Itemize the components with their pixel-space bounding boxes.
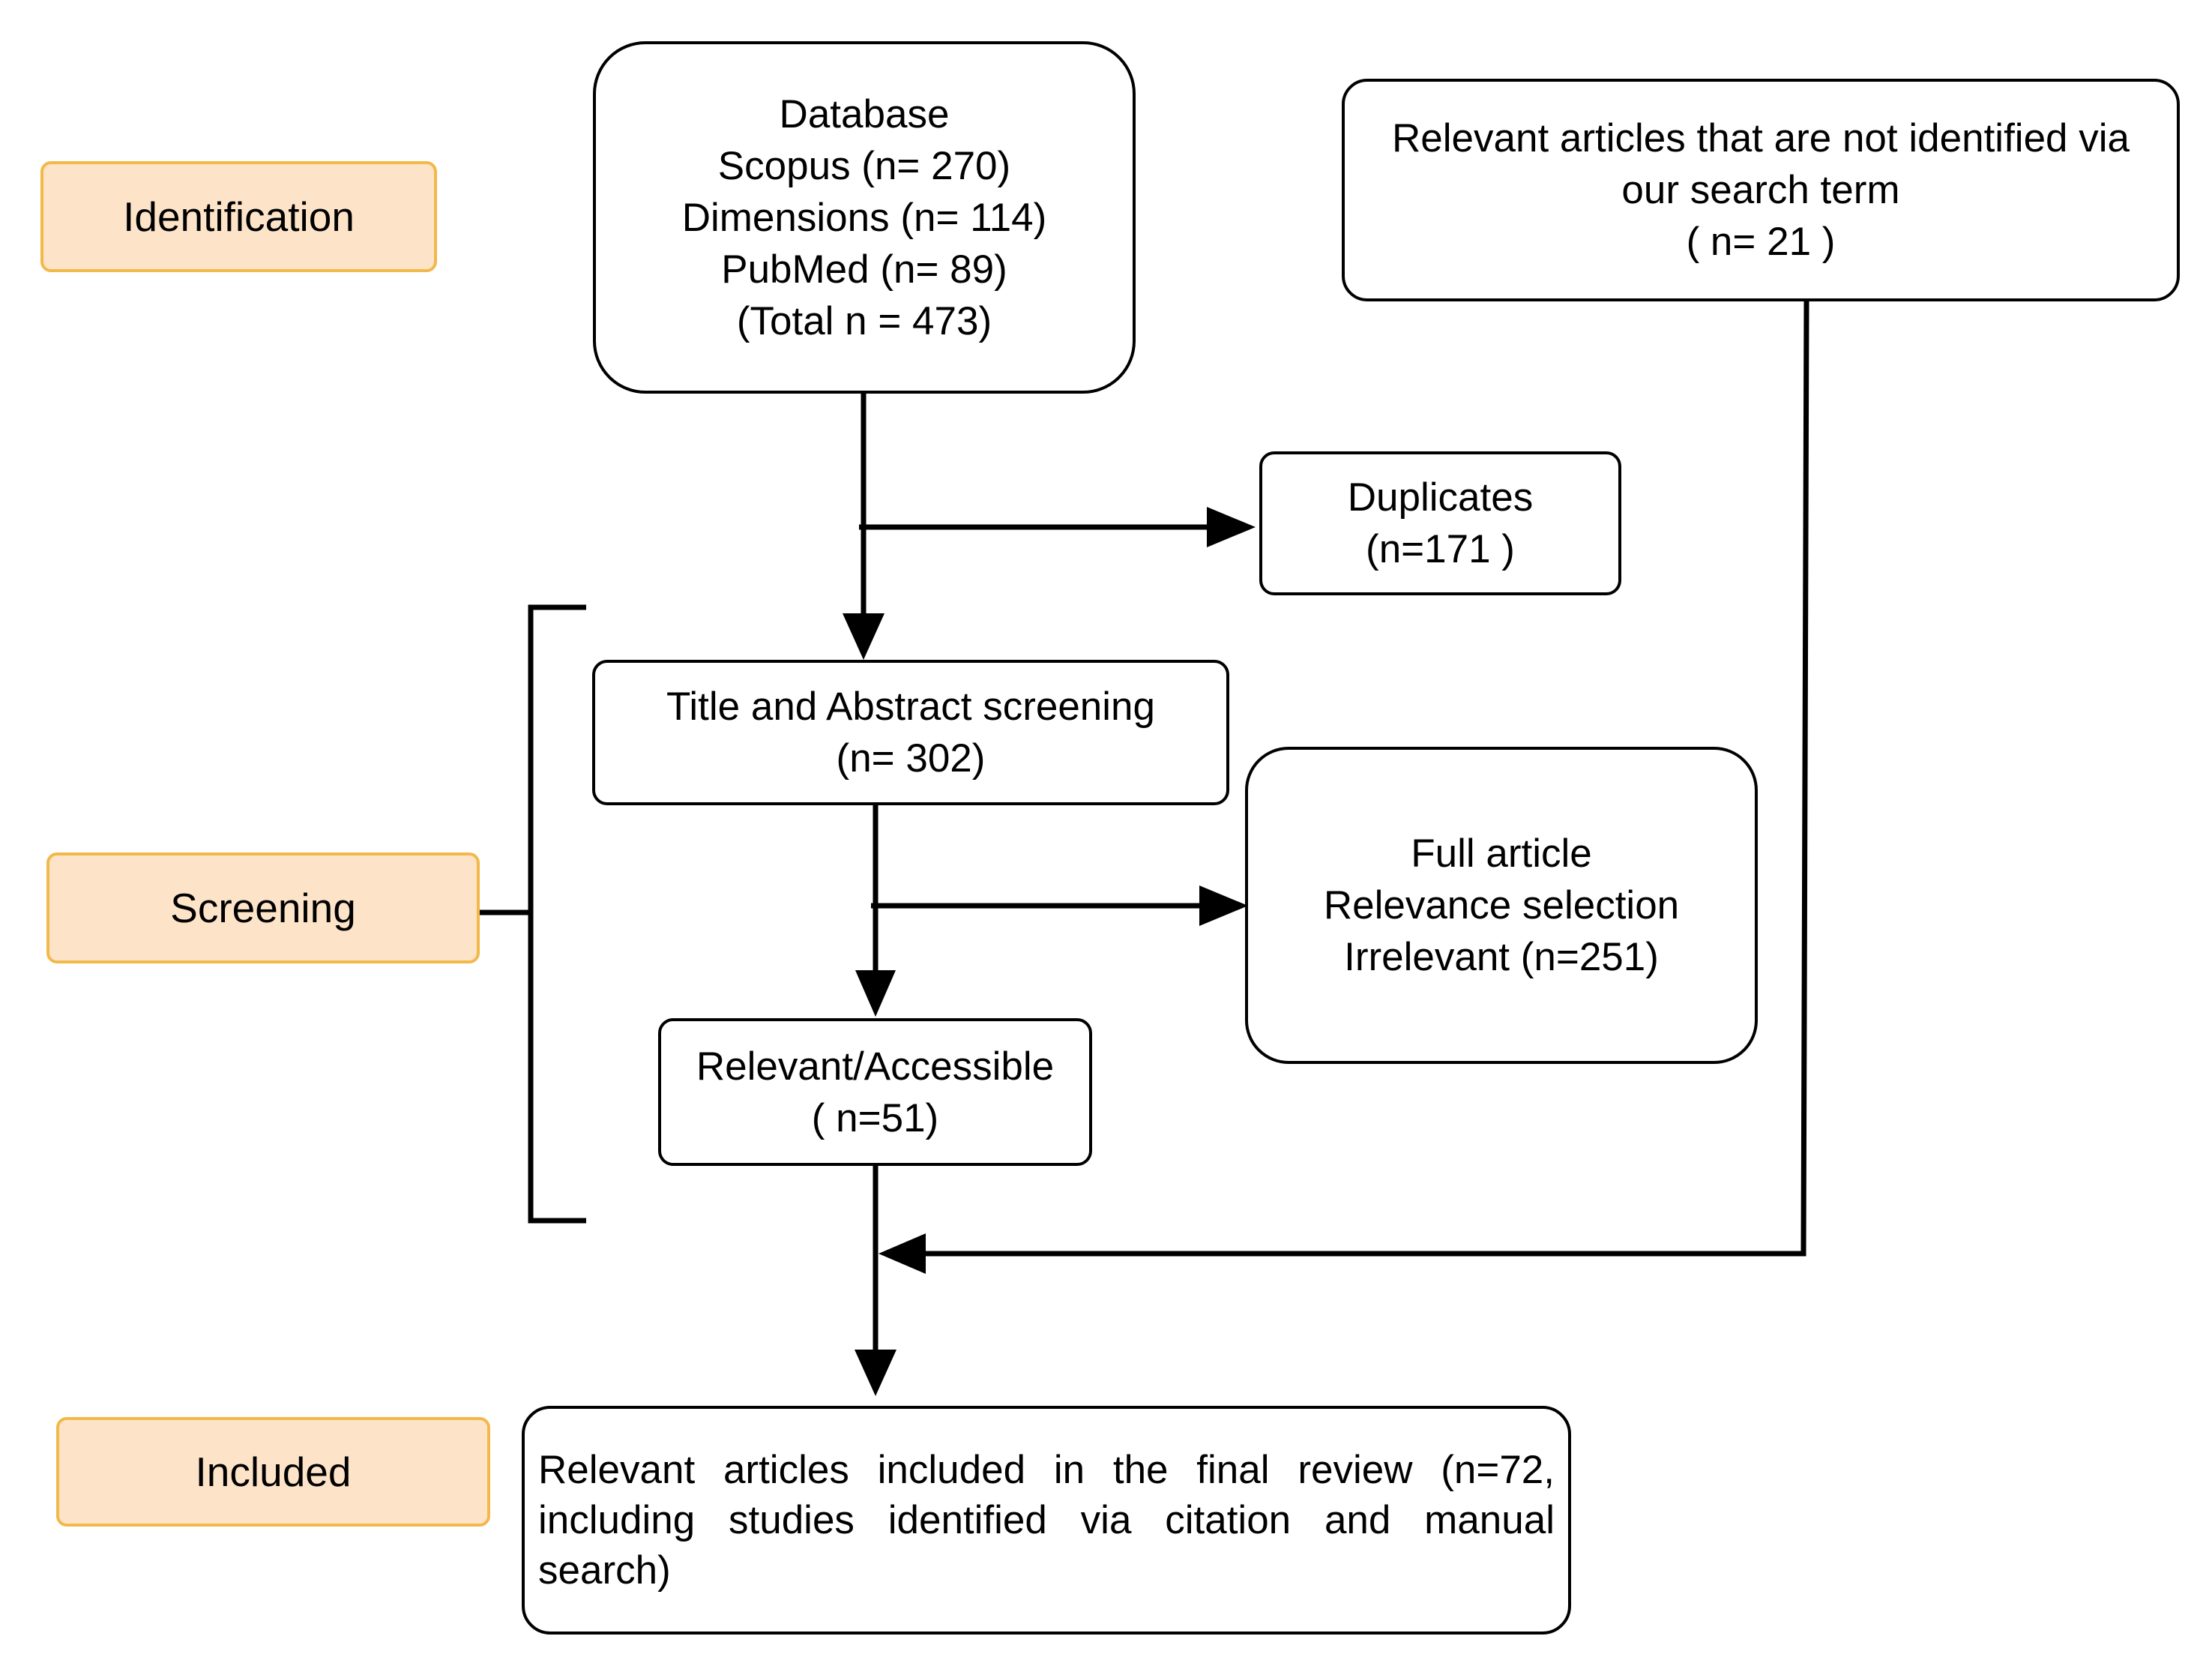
duplicates-box: Duplicates (n=171 ) [1259,451,1621,595]
database-dimensions: Dimensions (n= 114) [681,195,1047,240]
other-sources-count: ( n= 21 ) [1686,220,1836,264]
screening-label: Title and Abstract screening [666,685,1156,729]
relevant-accessible-box: Relevant/Accessible ( n=51) [658,1018,1092,1166]
full-article-line-1: Full article [1411,832,1592,876]
duplicates-label: Duplicates [1347,475,1534,520]
arrowhead-to-full-article [1199,885,1248,926]
arrowhead-other-sources [879,1233,926,1274]
stage-label-screening: Screening [46,852,480,963]
screening-bracket [528,604,586,1224]
full-article-line-2: Relevance selection [1323,883,1680,927]
arrowhead-relevant-to-included [855,1350,896,1396]
database-pubmed: PubMed (n= 89) [721,247,1007,292]
included-review-box: Relevant articles included in the final … [522,1406,1571,1635]
duplicates-count: (n=171 ) [1366,527,1515,571]
stage-label-included-text: Included [195,1449,352,1495]
full-article-box: Full article Relevance selection Irrelev… [1245,747,1758,1064]
stage-label-identification: Identification [40,161,437,272]
relevant-accessible-count: ( n=51) [811,1095,939,1140]
connector-other-sources [922,301,1809,1257]
database-total: (Total n = 473) [736,298,992,343]
relevant-accessible-label: Relevant/Accessible [696,1044,1055,1089]
arrowhead-screening-to-relevant [855,970,896,1017]
title-abstract-screening-box: Title and Abstract screening (n= 302) [592,660,1229,805]
stage-label-identification-text: Identification [123,193,355,240]
stage-label-included: Included [56,1417,490,1527]
other-sources-line-1: Relevant articles that are not identifie… [1392,116,2130,160]
arrowhead-database-to-screening [843,613,885,660]
other-sources-box: Relevant articles that are not identifie… [1342,79,2180,301]
arrowhead-to-duplicates [1207,507,1256,547]
database-box: Database Scopus (n= 270) Dimensions (n= … [593,41,1136,394]
included-review-text: Relevant articles included in the final … [538,1448,1555,1593]
database-scopus: Scopus (n= 270) [717,143,1011,188]
other-sources-line-2: our search term [1621,168,1900,212]
database-heading: Database [779,91,950,136]
full-article-irrelevant-count: Irrelevant (n=251) [1344,935,1659,979]
screening-count: (n= 302) [836,736,986,781]
stage-label-screening-text: Screening [170,885,356,931]
